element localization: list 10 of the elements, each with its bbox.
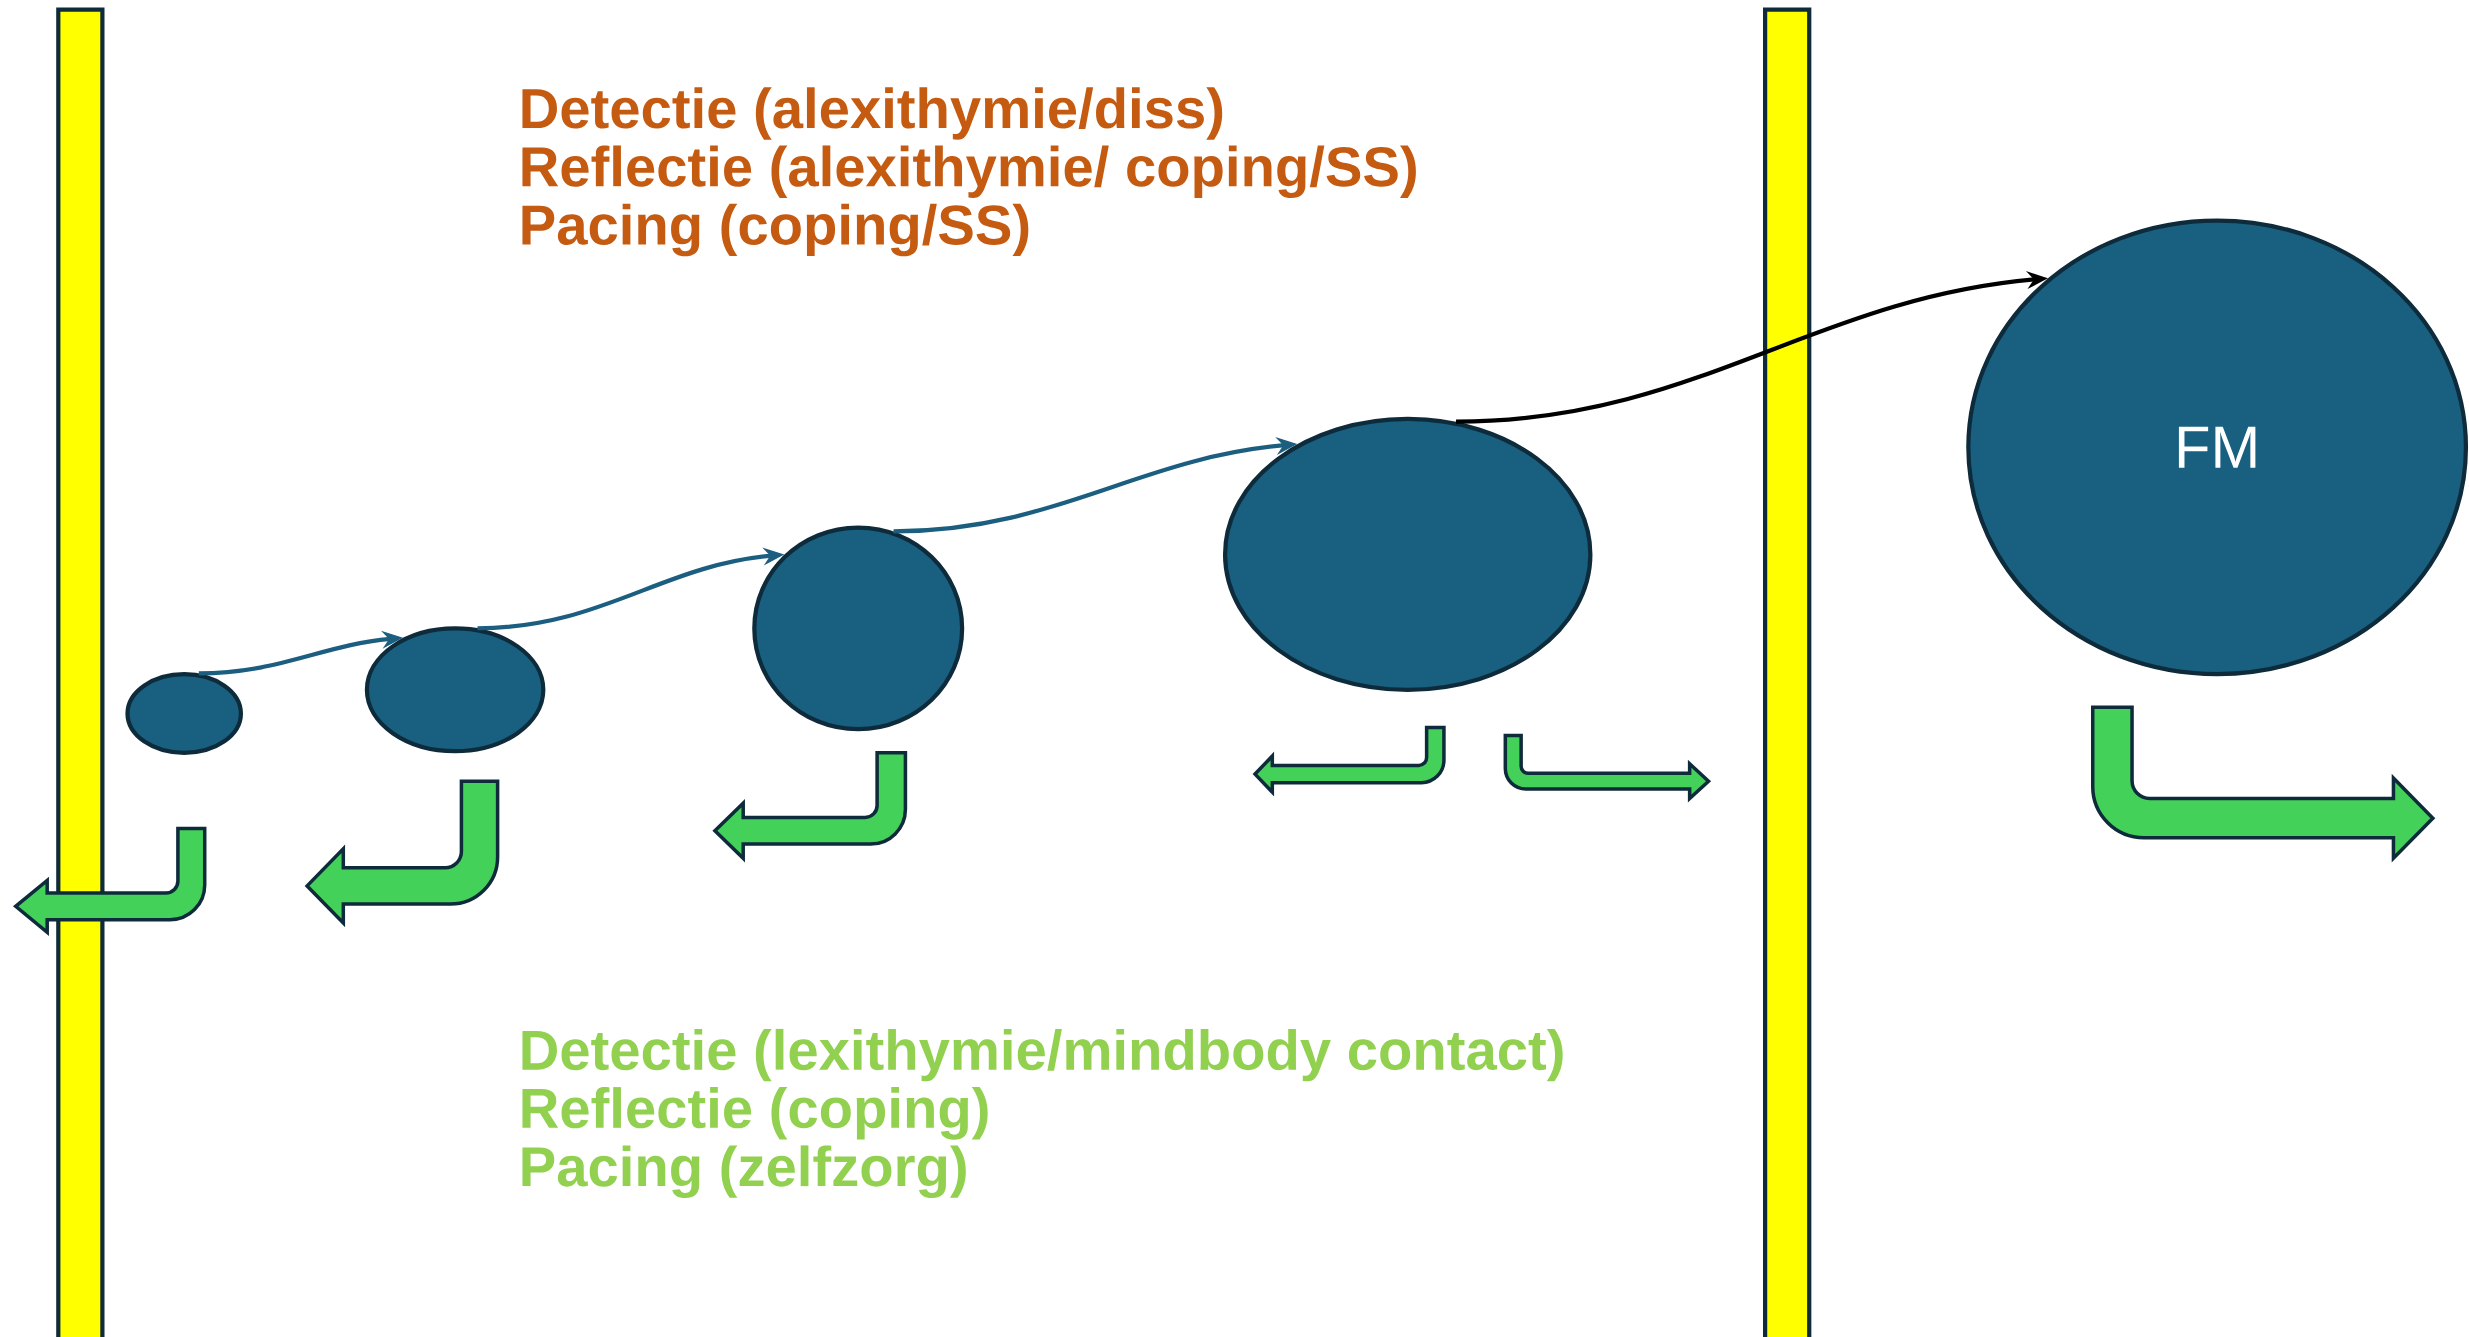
caption-text: Detectie (alexithymie/diss)	[522, 87, 1223, 140]
caption-text: Pacing (coping/SS)	[522, 203, 1029, 257]
ellipse	[1222, 416, 1593, 692]
ellipse	[125, 672, 243, 755]
ellipse	[752, 525, 965, 732]
ellipse	[364, 626, 546, 754]
caption-text: Detectie (lexithymie/mindbody contact)	[522, 1028, 1563, 1082]
caption-text: Pacing (zelfzorg)	[522, 1145, 966, 1198]
caption-text: Reflectie (coping)	[522, 1087, 988, 1140]
caption-text: Reflectie (alexithymie/ coping/SS)	[522, 145, 1416, 199]
